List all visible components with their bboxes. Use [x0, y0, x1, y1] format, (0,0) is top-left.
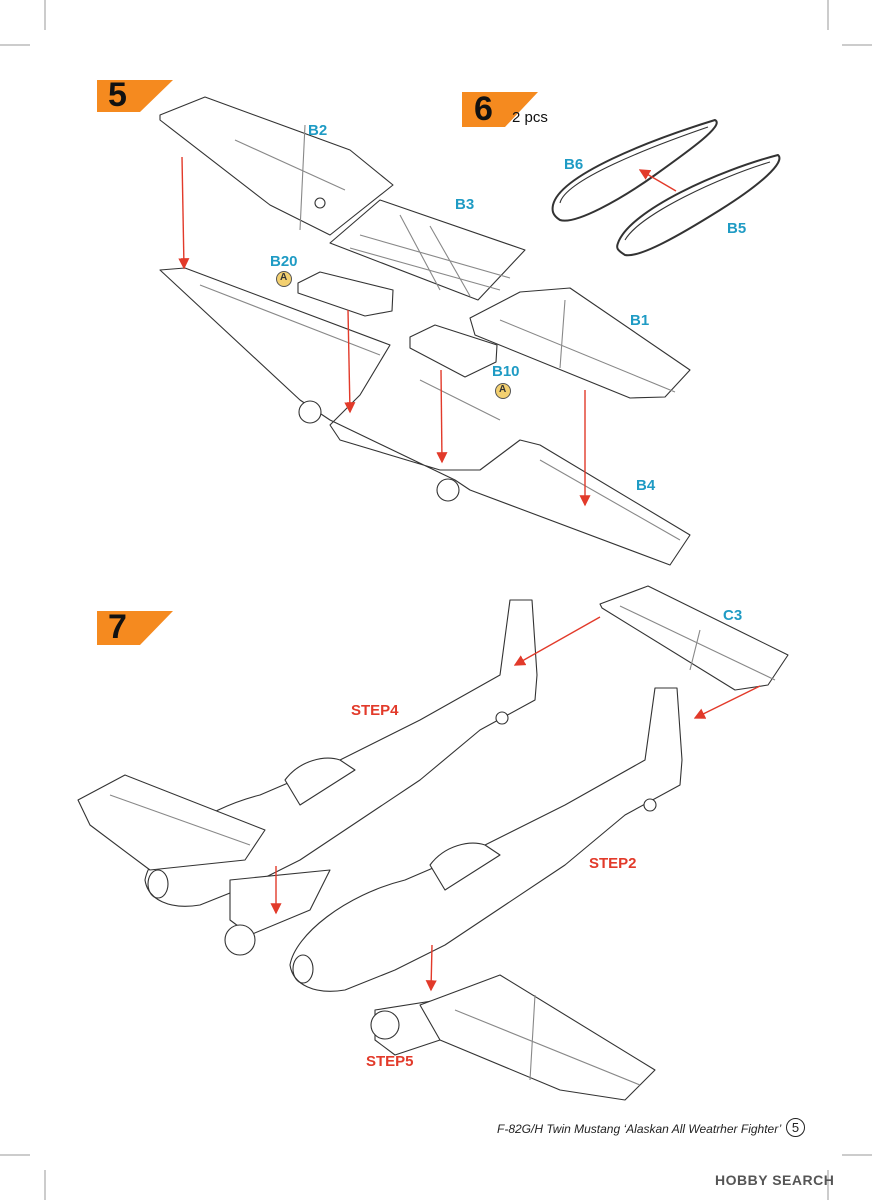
page-number: 5 — [786, 1118, 805, 1137]
lower-wing-assembly — [159, 267, 691, 566]
step-6-number: 6 — [474, 90, 493, 128]
part-label-b6: B6 — [564, 156, 584, 173]
badge-a-b10 — [495, 383, 511, 399]
step-7-badge — [97, 611, 173, 645]
part-b6-seal — [551, 119, 718, 222]
part-label-b4: B4 — [636, 477, 656, 494]
part-b5-seal — [616, 154, 781, 257]
fuselage-right — [289, 687, 683, 992]
badge-a-b10-label: A — [499, 384, 507, 395]
step-5-number: 5 — [108, 76, 127, 114]
footer-title: F-82G/H Twin Mustang ‘Alaskan All Weatrh… — [497, 1122, 782, 1136]
part-label-b20: B20 — [270, 253, 298, 270]
step-5-badge — [97, 80, 173, 112]
part-label-b1: B1 — [630, 312, 650, 329]
watermark: HOBBY SEARCH — [715, 1172, 835, 1188]
part-b3-center-panel — [329, 199, 526, 301]
wing-left-panel — [77, 774, 266, 871]
sub-step-5: STEP5 — [366, 1053, 414, 1070]
part-label-b3: B3 — [455, 196, 475, 213]
part-b10-fairing — [409, 324, 498, 378]
part-b20-fairing — [297, 271, 394, 317]
part-label-c3: C3 — [723, 607, 743, 624]
part-label-b10: B10 — [492, 363, 520, 380]
sub-step-2: STEP2 — [589, 855, 637, 872]
part-b2-outer-wing — [159, 96, 394, 236]
assembly-arrows — [178, 156, 761, 992]
wing-right-panel — [419, 974, 656, 1101]
part-label-b5: B5 — [727, 220, 747, 237]
badge-a-b20 — [276, 271, 292, 287]
step-6-quantity: 2 pcs — [512, 109, 548, 126]
step-7-number: 7 — [108, 608, 127, 646]
sub-step-4: STEP4 — [351, 702, 399, 719]
badge-a-b20-label: A — [280, 272, 288, 283]
part-c3-stabilizer — [599, 585, 789, 691]
part-b1-outer-wing — [469, 287, 691, 399]
part-label-b2: B2 — [308, 122, 328, 139]
step-6-badge — [462, 92, 538, 127]
